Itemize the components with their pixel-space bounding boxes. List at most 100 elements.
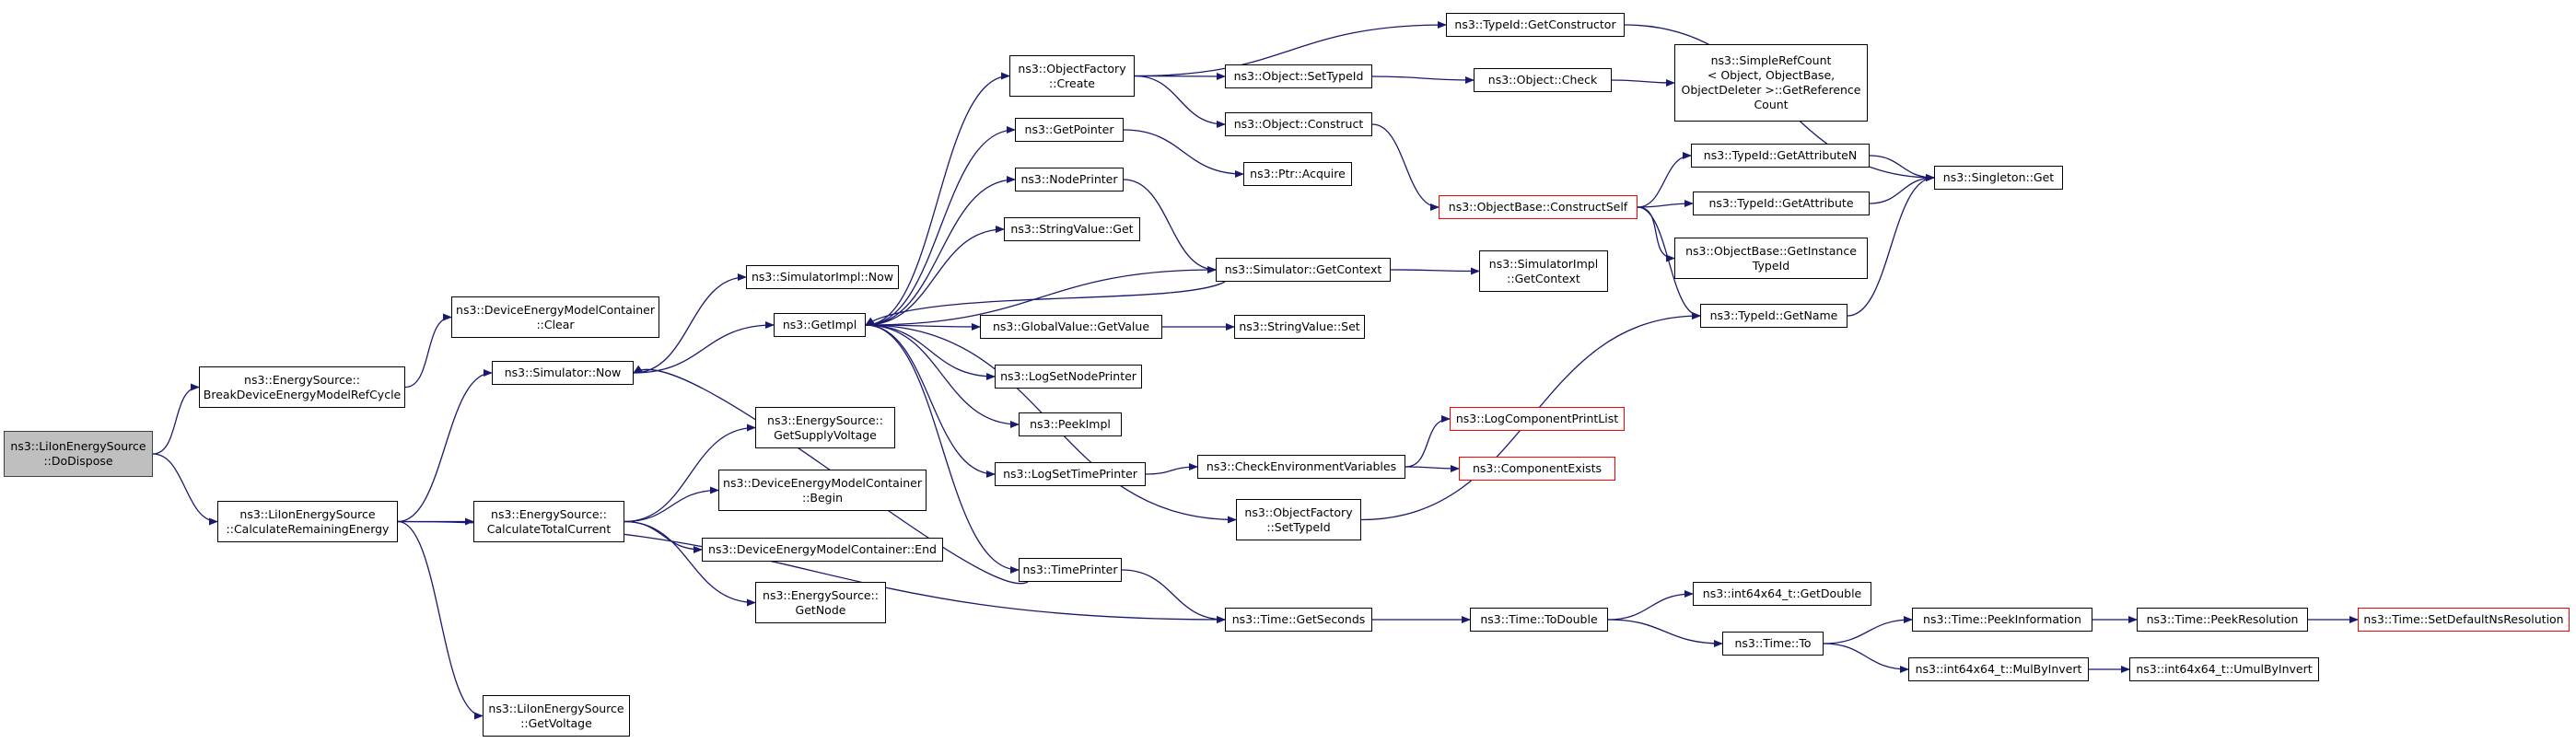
node-label-line: < Object, ObjectBase, (1707, 68, 1836, 82)
node-ns3-liionenergysource-calculateremainingenergy[interactable]: ns3::LiIonEnergySource::CalculateRemaini… (217, 501, 398, 542)
node-ns3-object-construct[interactable]: ns3::Object::Construct (1225, 112, 1372, 136)
node-label-line: ns3::StringValue::Set (1239, 319, 1360, 333)
node-ns3-typeid-getattribute[interactable]: ns3::TypeId::GetAttribute (1693, 192, 1870, 215)
node-ns3-objectfactory-settypeid[interactable]: ns3::ObjectFactory::SetTypeId (1236, 499, 1361, 540)
edge-n37-to-n44 (1607, 619, 1723, 647)
node-ns3-peekimpl[interactable]: ns3::PeekImpl (1019, 412, 1122, 436)
node-label-line: ns3::Time::ToDouble (1480, 612, 1598, 626)
node-ns3-time-to[interactable]: ns3::Time::To (1722, 632, 1824, 656)
node-ns3-liionenergysource-dodispose[interactable]: ns3::LiIonEnergySource::DoDispose (4, 431, 153, 477)
node-label-line: ns3::EnergySource:: (763, 587, 879, 602)
edge-n9-to-n22 (865, 324, 1020, 574)
edge-n9-to-n23 (865, 266, 1217, 326)
node-ns3-deviceenergymodelcontainer-end[interactable]: ns3::DeviceEnergyModelContainer::End (702, 538, 943, 562)
node-ns3-simulator-now[interactable]: ns3::Simulator::Now (492, 361, 634, 385)
node-ns3-objectfactory-create[interactable]: ns3::ObjectFactory::Create (1009, 55, 1135, 97)
node-ns3-deviceenergymodelcontainer-begin[interactable]: ns3::DeviceEnergyModelContainer::Begin (718, 470, 927, 511)
node-ns3-energysource-calculatetotalcurrent[interactable]: ns3::EnergySource::CalculateTotalCurrent (473, 501, 624, 542)
edge-n14-to-n26 (1134, 21, 1447, 77)
node-ns3-object-settypeid[interactable]: ns3::Object::SetTypeId (1225, 64, 1372, 88)
node-ns3-objectbase-constructself[interactable]: ns3::ObjectBase::ConstructSelf (1439, 195, 1638, 219)
node-ns3-stringvalue-set[interactable]: ns3::StringValue::Set (1234, 315, 1365, 339)
node-label-line: Count (1754, 98, 1789, 111)
node-label-line: ObjectDeleter >::GetReference (1681, 83, 1861, 97)
edge-n39-to-n45 (1869, 155, 1935, 181)
node-ns3-time-todouble[interactable]: ns3::Time::ToDouble (1470, 608, 1608, 632)
edge-n15-to-n29 (1123, 129, 1244, 178)
node-label-line: ns3::Time::PeekInformation (1923, 612, 2081, 626)
node-ns3-int64x64-t-getdouble[interactable]: ns3::int64x64_t::GetDouble (1693, 582, 1871, 606)
node-ns3-time-peekinformation[interactable]: ns3::Time::PeekInformation (1912, 608, 2092, 632)
node-label-line: ns3::TimePrinter (1022, 563, 1118, 576)
node-ns3-object-check[interactable]: ns3::Object::Check (1474, 68, 1612, 92)
edge-n44-to-n46 (1823, 616, 1913, 644)
node-label-line: ::CalculateRemainingEnergy (226, 521, 390, 536)
edge-n33-to-n40 (1637, 200, 1694, 208)
node-label-line: ::Create (1049, 75, 1095, 90)
node-ns3-ptr-acquire[interactable]: ns3::Ptr::Acquire (1243, 162, 1352, 186)
node-ns3-logcomponentprintlist[interactable]: ns3::LogComponentPrintList (1450, 407, 1625, 431)
node-label-line: ::Begin (801, 490, 844, 505)
node-ns3-getimpl[interactable]: ns3::GetImpl (774, 313, 866, 337)
node-ns3-globalvalue-getvalue[interactable]: ns3::GlobalValue::GetValue (980, 315, 1162, 339)
node-ns3-checkenvironmentvariables[interactable]: ns3::CheckEnvironmentVariables (1197, 455, 1405, 479)
edge-n1-to-n2 (152, 383, 200, 455)
node-ns3-deviceenergymodelcontainer-clear[interactable]: ns3::DeviceEnergyModelContainer::Clear (451, 296, 659, 338)
edge-n22-to-n25 (1121, 569, 1226, 623)
node-ns3-logsetnodeprinter[interactable]: ns3::LogSetNodePrinter (995, 365, 1142, 389)
node-label-line: BreakDeviceEnergyModelRefCycle (203, 387, 402, 401)
node-ns3-simulatorimpl-now[interactable]: ns3::SimulatorImpl::Now (746, 265, 899, 289)
node-label-line: ns3::LogSetNodePrinter (1000, 369, 1136, 383)
node-label-line: ns3::ObjectBase::ConstructSelf (1448, 200, 1628, 214)
node-label-line: ns3::EnergySource:: (491, 506, 607, 521)
node-label-line: ns3::Time::GetSeconds (1231, 612, 1366, 626)
node-ns3-energysource-getsupplyvoltage[interactable]: ns3::EnergySource::GetSupplyVoltage (755, 407, 895, 448)
node-ns3-time-setdefaultnsresolution[interactable]: ns3::Time::SetDefaultNsResolution (2358, 608, 2570, 632)
node-label-line: ns3::Object::Check (1487, 73, 1598, 87)
node-ns3-singleton-get[interactable]: ns3::Singleton::Get (1934, 166, 2063, 190)
node-label-line: ::GetVoltage (520, 715, 592, 730)
node-ns3-getpointer[interactable]: ns3::GetPointer (1015, 118, 1124, 142)
node-label-line: ns3::int64x64_t::GetDouble (1702, 586, 1862, 600)
node-ns3-typeid-getconstructor[interactable]: ns3::TypeId::GetConstructor (1446, 13, 1625, 37)
edge-n33-to-n39 (1637, 152, 1692, 208)
node-ns3-energysource-breakdeviceenergymodelrefcycle[interactable]: ns3::EnergySource::BreakDeviceEnergyMode… (199, 366, 405, 408)
node-label-line: ::Clear (536, 317, 575, 331)
node-ns3-componentexists[interactable]: ns3::ComponentExists (1459, 457, 1615, 481)
edge-n23-to-n34 (1390, 267, 1480, 275)
node-ns3-logsettimeprinter[interactable]: ns3::LogSetTimePrinter (995, 462, 1146, 486)
node-label-line: ::DoDispose (43, 454, 113, 468)
node-label-line: ns3::ObjectFactory (1244, 505, 1353, 519)
node-ns3-time-getseconds[interactable]: ns3::Time::GetSeconds (1225, 608, 1372, 632)
node-label-line: ns3::ObjectBase::GetInstance (1685, 243, 1857, 258)
node-label-line: ns3::TypeId::GetConstructor (1454, 17, 1616, 31)
node-ns3-timeprinter[interactable]: ns3::TimePrinter (1019, 558, 1122, 582)
node-ns3-liionenergysource-getvoltage[interactable]: ns3::LiIonEnergySource::GetVoltage (483, 695, 630, 737)
node-label-line: ns3::int64x64_t::MulByInvert (1915, 662, 2082, 676)
node-ns3-typeid-getname[interactable]: ns3::TypeId::GetName (1700, 304, 1847, 328)
node-label-line: ns3::DeviceEnergyModelContainer::End (708, 542, 937, 556)
node-ns3-int64x64-t-mulbyinvert[interactable]: ns3::int64x64_t::MulByInvert (1908, 657, 2089, 681)
node-label-line: ns3::Singleton::Get (1942, 170, 2055, 184)
node-ns3-energysource-getnode[interactable]: ns3::EnergySource::GetNode (755, 582, 886, 623)
node-ns3-simulator-getcontext[interactable]: ns3::Simulator::GetContext (1216, 258, 1391, 282)
edge-n33-to-n41 (1637, 206, 1675, 262)
node-ns3-nodeprinter[interactable]: ns3::NodePrinter (1015, 168, 1124, 192)
node-ns3-simplerefcount-object-objectbase-objectdeleter-getreferencecount[interactable]: ns3::SimpleRefCount< Object, ObjectBase,… (1674, 44, 1868, 122)
node-label-line: ns3::Simulator::Now (504, 366, 622, 379)
node-ns3-stringvalue-get[interactable]: ns3::StringValue::Get (1004, 217, 1140, 241)
node-label-line: ns3::Ptr::Acquire (1250, 167, 1346, 180)
node-label-line: ns3::LiIonEnergySource (488, 701, 624, 715)
edge-n3-to-n7 (397, 520, 484, 720)
node-ns3-time-peekresolution[interactable]: ns3::Time::PeekResolution (2137, 608, 2308, 632)
node-ns3-typeid-getattributen[interactable]: ns3::TypeId::GetAttributeN (1691, 144, 1870, 168)
edge-n33-to-n42 (1637, 206, 1701, 319)
node-label-line: ns3::SimulatorImpl::Now (751, 270, 894, 284)
node-label-line: ::GetContext (1507, 271, 1580, 285)
node-ns3-simulatorimpl-getcontext[interactable]: ns3::SimulatorImpl::GetContext (1479, 250, 1608, 292)
edge-n9-to-n20 (865, 324, 1020, 428)
node-ns3-int64x64-t-umulbyinvert[interactable]: ns3::int64x64_t::UmulByInvert (2129, 657, 2319, 681)
node-label-line: ns3::PeekImpl (1030, 417, 1111, 431)
